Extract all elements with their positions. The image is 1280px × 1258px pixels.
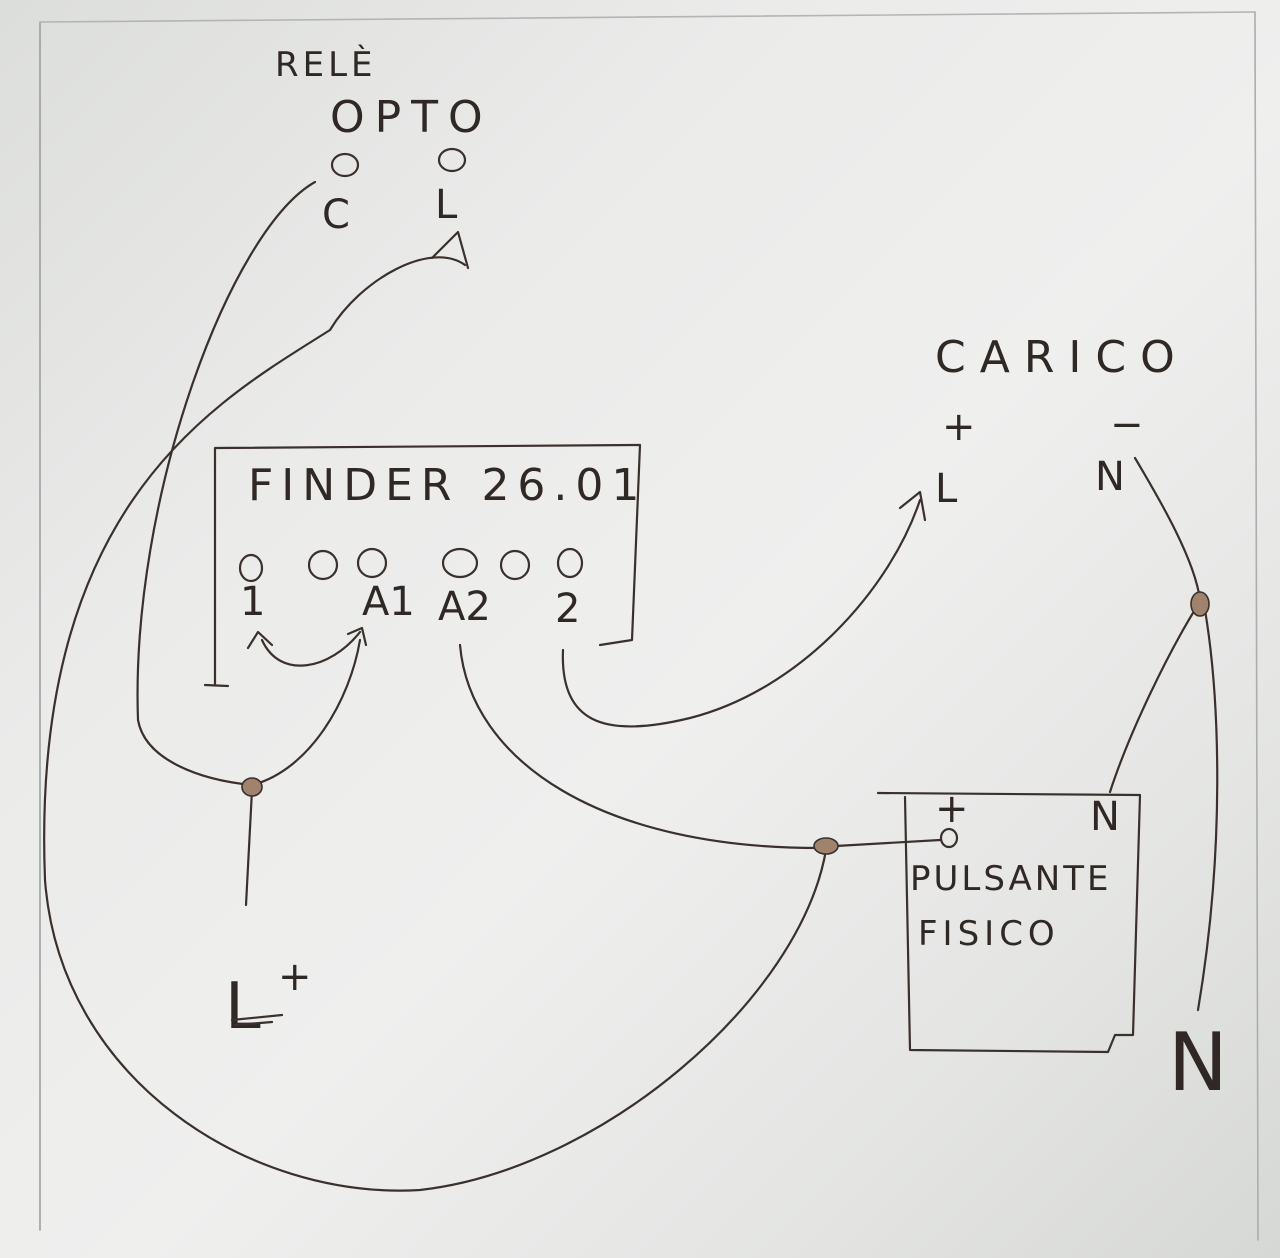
load: CARICO + − L N [935, 332, 1189, 512]
wire-relay-l-arrow [430, 230, 470, 270]
load-plus: + [942, 404, 982, 450]
finder-pin-blank-2 [499, 549, 531, 581]
wire-load-l-arrow [898, 490, 927, 522]
paper-right-edge [1254, 11, 1259, 1241]
supply-line-plus: + [278, 954, 318, 1000]
finder-box-foot [203, 683, 230, 688]
relay-title-line2: OPTO [330, 92, 493, 143]
wire-junction-a1 [250, 638, 362, 787]
button-terminal-plus [939, 827, 959, 849]
supply: L + N [225, 954, 1228, 1109]
button-label-line2: FISICO [918, 914, 1060, 954]
relay-title-line1: RELÈ [275, 44, 377, 85]
finder-relay: FINDER 26.01 1 A1 A2 2 [203, 443, 647, 688]
finder-pin-1-label: 1 [240, 579, 271, 625]
finder-pin-a1-label: A1 [362, 579, 415, 625]
jumper-arrow-a1 [346, 626, 368, 647]
junction-dot-a2 [813, 837, 839, 855]
load-minus: − [1110, 402, 1150, 448]
jumper-1-a1 [260, 630, 362, 667]
wire-relay-l-outer-loop [43, 256, 828, 1192]
relay-terminal-l-label: L [435, 182, 463, 228]
load-terminal-l: L [935, 466, 963, 512]
wire-load-n-junction [1133, 456, 1202, 602]
paper-top-edge [39, 11, 1256, 23]
finder-title: FINDER 26.01 [248, 460, 647, 511]
physical-button: + N PULSANTE FISICO [876, 786, 1142, 1054]
finder-pin-2 [556, 547, 584, 579]
finder-pin-blank-1 [307, 549, 339, 581]
junction-dot-l [241, 777, 263, 797]
supply-line-underline [230, 1013, 284, 1027]
wire-a2-junction [458, 643, 828, 850]
button-plus: + [935, 786, 975, 832]
load-terminal-n: N [1095, 454, 1131, 500]
junction-dot-n [1190, 591, 1210, 617]
wire-junction-button-n [1108, 606, 1198, 794]
relay-opto: RELÈ OPTO C L [275, 44, 493, 238]
button-terminal-n: N [1090, 794, 1126, 840]
finder-pin-1 [238, 553, 264, 583]
wire-junction-supply-l [244, 788, 254, 907]
supply-line-l: L [225, 970, 261, 1044]
finder-pin-a2 [441, 547, 479, 579]
wire-junction-button-plus [834, 838, 942, 848]
finder-pin-a1 [356, 547, 388, 579]
finder-box-outline [213, 443, 642, 687]
finder-pin-a2-label: A2 [438, 584, 491, 630]
jumper-arrow-1 [246, 630, 274, 650]
relay-terminal-c-circle [330, 152, 360, 178]
relay-terminal-l-circle [437, 147, 467, 173]
button-label-line1: PULSANTE [910, 859, 1112, 899]
supply-neutral-n: N [1168, 1016, 1228, 1109]
button-box-outline [876, 791, 1142, 1054]
wire-finder-2-load-l [561, 498, 922, 728]
load-title: CARICO [935, 332, 1189, 383]
finder-pin-2-label: 2 [555, 586, 586, 632]
wire-relay-c [136, 180, 317, 787]
relay-terminal-c-label: C [322, 192, 356, 238]
wire-junction-supply-n [1196, 608, 1219, 1012]
